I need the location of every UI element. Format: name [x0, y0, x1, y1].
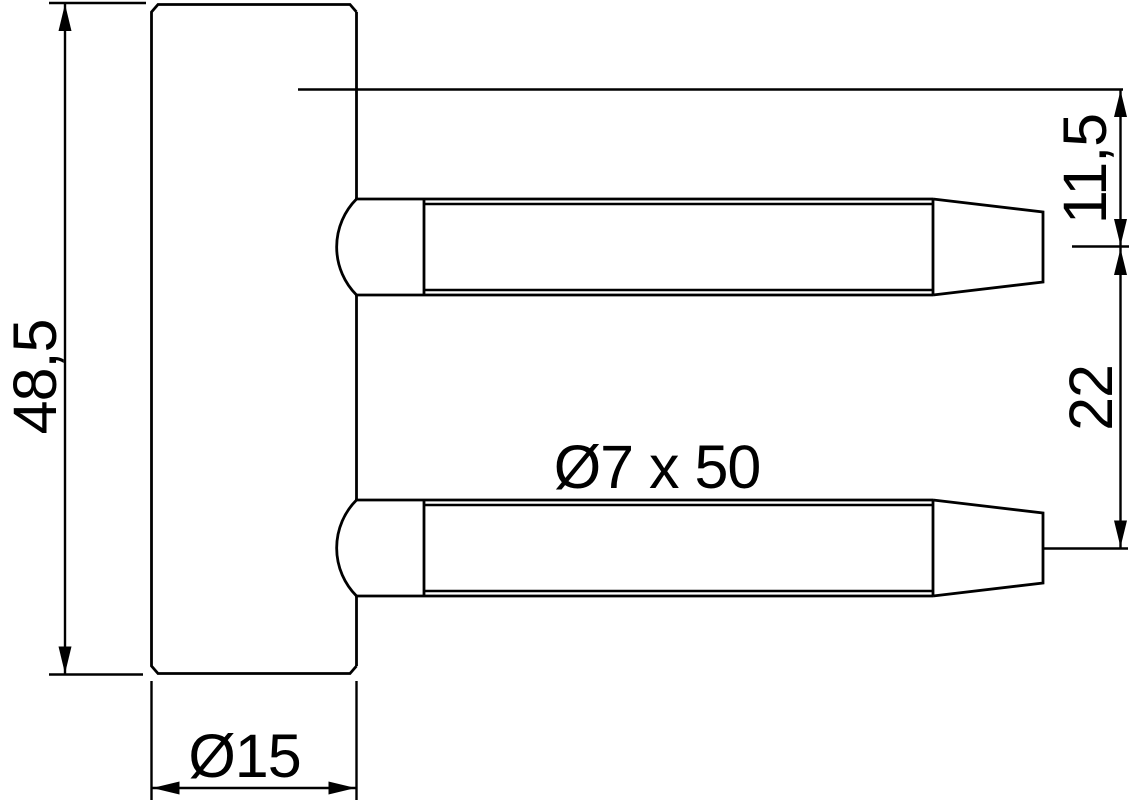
dim-overall-height: 48,5 — [1, 1, 146, 676]
bottom-pin-dome-end — [335, 499, 358, 597]
top-pin-offset-label: 11,5 — [1051, 114, 1119, 224]
arrow-right-icon — [328, 781, 356, 795]
bottom-pin — [335, 498, 1045, 598]
body-diameter-label: Ø15 — [188, 722, 300, 790]
top-pin-shank-lines — [355, 197, 933, 297]
top-pin — [335, 197, 1045, 297]
pin-spec-label: Ø7 x 50 — [554, 433, 761, 501]
arrow-down-icon — [1114, 520, 1127, 547]
pin-spacing-label: 22 — [1057, 365, 1125, 431]
bottom-pin-shank-lines — [355, 498, 933, 598]
arrow-down-icon — [58, 646, 72, 674]
arrow-up-icon — [58, 4, 72, 31]
bottom-pin-tapered-tip — [932, 498, 1045, 598]
bottom-pin-thread-lines — [424, 503, 933, 593]
overall-height-label: 48,5 — [1, 320, 69, 435]
arrow-up-icon — [1114, 90, 1127, 117]
top-pin-thread-lines — [424, 202, 933, 292]
arrow-up-icon — [1114, 248, 1127, 275]
hinge-body-outline — [150, 3, 358, 675]
top-pin-dome-end — [335, 198, 358, 296]
dim-right-column: 11,5 22 — [1043, 89, 1129, 550]
top-pin-tapered-tip — [932, 197, 1045, 297]
dim-body-diameter: Ø15 — [150, 681, 358, 800]
hinge-body — [150, 3, 358, 675]
arrow-down-icon — [1114, 219, 1127, 246]
arrow-left-icon — [152, 781, 180, 795]
